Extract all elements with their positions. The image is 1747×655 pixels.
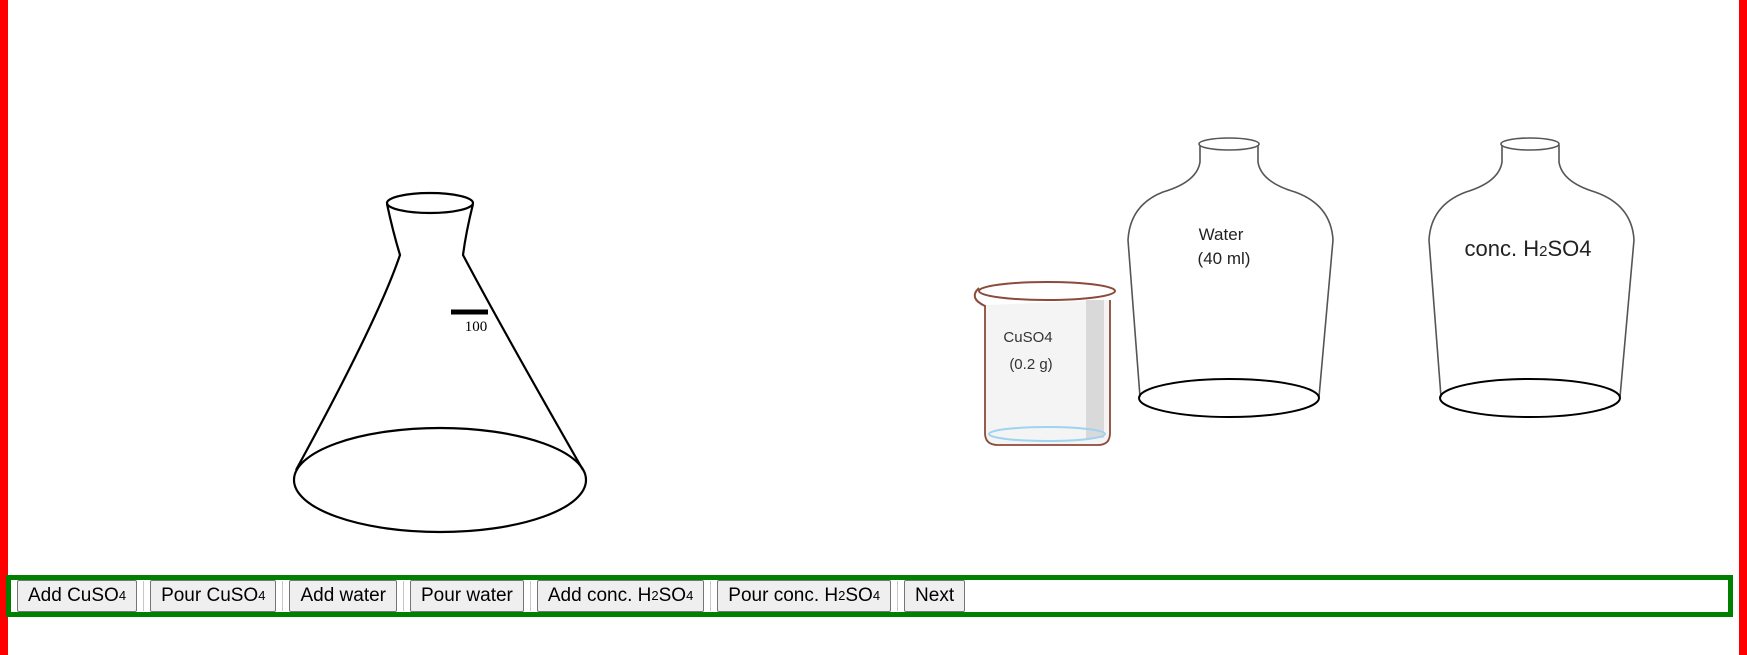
left-frame-border (0, 0, 8, 655)
beaker-label-name: CuSO4 (1003, 329, 1052, 346)
toolbar-divider (710, 581, 712, 611)
lab-scene: 100 CuSO4 (0.2 g) Water (40 ml) conc. H2… (292, 137, 1635, 534)
acid-bottle-label: conc. H2SO4 (1465, 236, 1592, 261)
toolbar-divider (282, 581, 284, 611)
right-frame-border (1739, 0, 1747, 655)
cuso4-beaker[interactable]: CuSO4 (0.2 g) (973, 281, 1116, 446)
toolbar-divider (529, 581, 531, 611)
volume-mark-label: 100 (465, 319, 488, 335)
toolbar-divider (143, 581, 145, 611)
toolbar-divider (897, 581, 899, 611)
water-bottle-label-volume: (40 ml) (1198, 249, 1251, 268)
water-bottle[interactable]: Water (40 ml) (1127, 137, 1334, 418)
beaker-label-amount: (0.2 g) (1009, 356, 1052, 373)
pour-water-button[interactable]: Pour water (410, 580, 524, 612)
water-bottle-label-name: Water (1199, 225, 1244, 244)
acid-bottle[interactable]: conc. H2SO4 (1428, 137, 1635, 418)
conical-flask[interactable]: 100 (292, 191, 588, 534)
toolbar-divider (403, 581, 404, 611)
add-water-button[interactable]: Add water (289, 580, 397, 612)
next-button[interactable]: Next (904, 580, 966, 612)
